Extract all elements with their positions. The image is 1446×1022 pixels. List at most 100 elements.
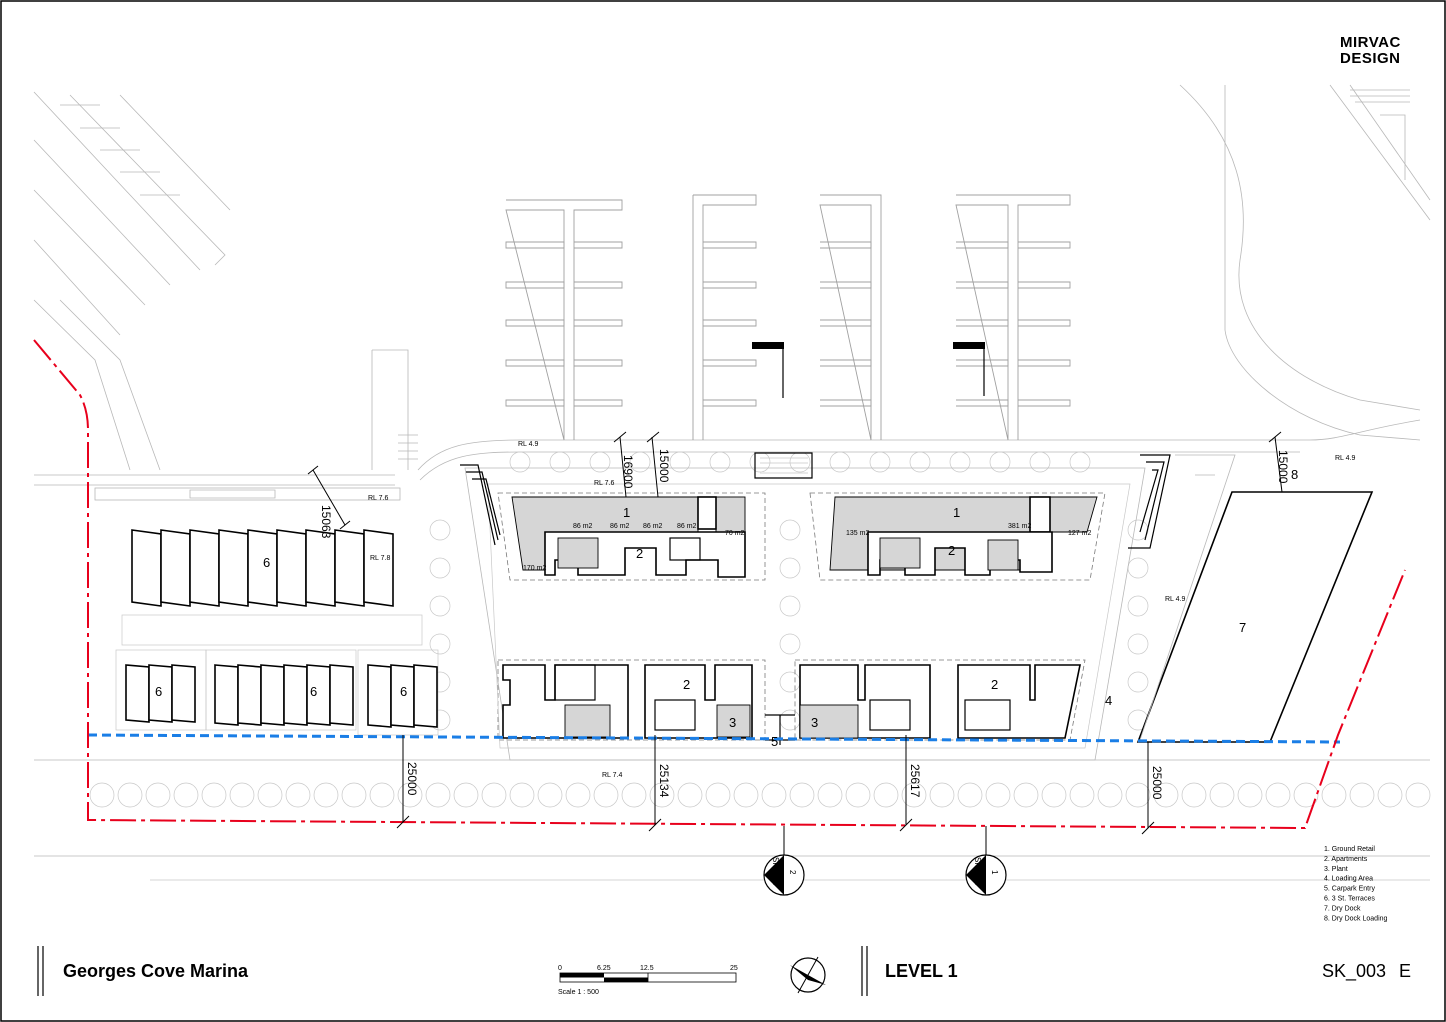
scale-tick-25: 25 <box>730 965 738 972</box>
section-marker-1-ref: SK_008 <box>973 857 982 886</box>
setback-line <box>87 733 1341 744</box>
terrace-unit <box>160 529 191 607</box>
tree-symbol <box>509 451 531 473</box>
terrace-unit <box>247 529 278 607</box>
legend-item: 6. 3 St. Terraces <box>1324 896 1375 903</box>
tree-symbol <box>481 782 507 808</box>
tree-symbol <box>549 451 571 473</box>
tree-symbol <box>201 782 227 808</box>
tree-symbol <box>1041 782 1067 808</box>
tree-symbol <box>669 451 691 473</box>
tree-symbol <box>117 782 143 808</box>
zone-plant-west: 3 <box>729 715 736 730</box>
zone-terraces-south-3: 6 <box>400 684 407 699</box>
area-86-3: 86 m2 <box>643 523 663 530</box>
site-boundary <box>33 339 1406 830</box>
legend-item: 5. Carpark Entry <box>1324 886 1375 893</box>
tree-symbol <box>789 451 811 473</box>
area-86-1: 86 m2 <box>573 523 593 530</box>
dim-25134: 25134 <box>657 764 671 798</box>
scale-tick-12-5: 12.5 <box>640 965 654 972</box>
marina-pontoons <box>505 194 1071 441</box>
tree-symbol <box>1029 451 1051 473</box>
scale-tick-6-25: 6.25 <box>597 965 611 972</box>
drawing-revision: E <box>1399 961 1411 981</box>
tree-symbol <box>565 782 591 808</box>
tree-symbol <box>957 782 983 808</box>
area-86-4: 86 m2 <box>677 523 697 530</box>
tree-symbol <box>909 451 931 473</box>
rl-7-6-left: RL 7.6 <box>368 495 388 502</box>
terrace-unit <box>283 664 308 726</box>
tree-symbol <box>537 782 563 808</box>
tree-symbol <box>1237 782 1263 808</box>
terrace-unit <box>214 664 239 726</box>
tree-symbol <box>989 451 1011 473</box>
central-building <box>460 452 1171 761</box>
zone-retail-west: 1 <box>623 505 630 520</box>
terrace-unit <box>305 529 336 607</box>
zone-carpark-entry: 5 <box>771 734 778 749</box>
area-86-2: 86 m2 <box>610 523 630 530</box>
scale-bar: 0 6.25 12.5 25 Scale 1 : 500 <box>558 965 738 996</box>
rl-4-9-right: RL 4.9 <box>1335 455 1355 462</box>
tree-symbol <box>1127 633 1149 655</box>
tree-symbol <box>1265 782 1291 808</box>
tree-symbol <box>1321 782 1347 808</box>
dimension-lines <box>307 431 1283 835</box>
section-marker-2-number: 2 <box>788 870 797 875</box>
area-127: 127 m2 <box>1068 530 1091 537</box>
tree-symbol <box>509 782 535 808</box>
tree-symbol <box>873 782 899 808</box>
tree-symbol <box>1405 782 1431 808</box>
tree-symbol <box>369 782 395 808</box>
project-title: Georges Cove Marina <box>63 961 249 981</box>
brand-design: DESIGN <box>1340 50 1401 67</box>
tree-symbol <box>1349 782 1375 808</box>
tree-symbol <box>1181 782 1207 808</box>
dim-15000-right: 15000 <box>1276 450 1290 484</box>
tree-symbol <box>313 782 339 808</box>
legend-item: 3. Plant <box>1324 866 1348 873</box>
tree-symbol <box>817 782 843 808</box>
tree-symbol <box>229 782 255 808</box>
section-marker-1[interactable]: SK_008 1 <box>965 826 1007 896</box>
tree-symbol <box>733 782 759 808</box>
level-title: LEVEL 1 <box>885 961 958 981</box>
north-arrow-icon <box>790 956 826 994</box>
section-marker-1-number: 1 <box>990 870 999 875</box>
zone-retail-east: 1 <box>953 505 960 520</box>
section-marker-2-ref: SK_008 <box>771 857 780 886</box>
tree-symbol <box>1377 782 1403 808</box>
tree-symbol <box>929 782 955 808</box>
tree-symbol <box>1127 595 1149 617</box>
tree-symbol <box>593 782 619 808</box>
zone-dry-dock: 7 <box>1239 620 1246 635</box>
terrace-unit <box>125 664 150 723</box>
marker-flags <box>752 342 985 398</box>
tree-symbol <box>89 782 115 808</box>
tree-symbol <box>1097 782 1123 808</box>
tree-symbol <box>397 782 423 808</box>
terrace-unit <box>131 529 162 607</box>
dim-25000-right: 25000 <box>1150 766 1164 800</box>
terrace-unit <box>367 664 392 728</box>
tree-symbol <box>649 782 675 808</box>
tree-symbol <box>829 451 851 473</box>
scale-tick-0: 0 <box>558 965 562 972</box>
terrace-unit <box>390 664 415 728</box>
dim-25617: 25617 <box>908 764 922 798</box>
legend-item: 7. Dry Dock <box>1324 905 1361 912</box>
drawing-number: SK_003 <box>1322 961 1386 982</box>
area-70: 70 m2 <box>725 530 745 537</box>
tree-symbol <box>1013 782 1039 808</box>
tree-symbol <box>845 782 871 808</box>
legend-item: 1. Ground Retail <box>1324 846 1375 853</box>
section-marker-2[interactable]: SK_008 2 <box>763 826 805 896</box>
tree-symbol <box>145 782 171 808</box>
area-135: 135 m2 <box>846 530 869 537</box>
brand-mirvac: MIRVAC <box>1340 34 1401 51</box>
tree-symbol <box>705 782 731 808</box>
tree-symbol <box>429 557 451 579</box>
